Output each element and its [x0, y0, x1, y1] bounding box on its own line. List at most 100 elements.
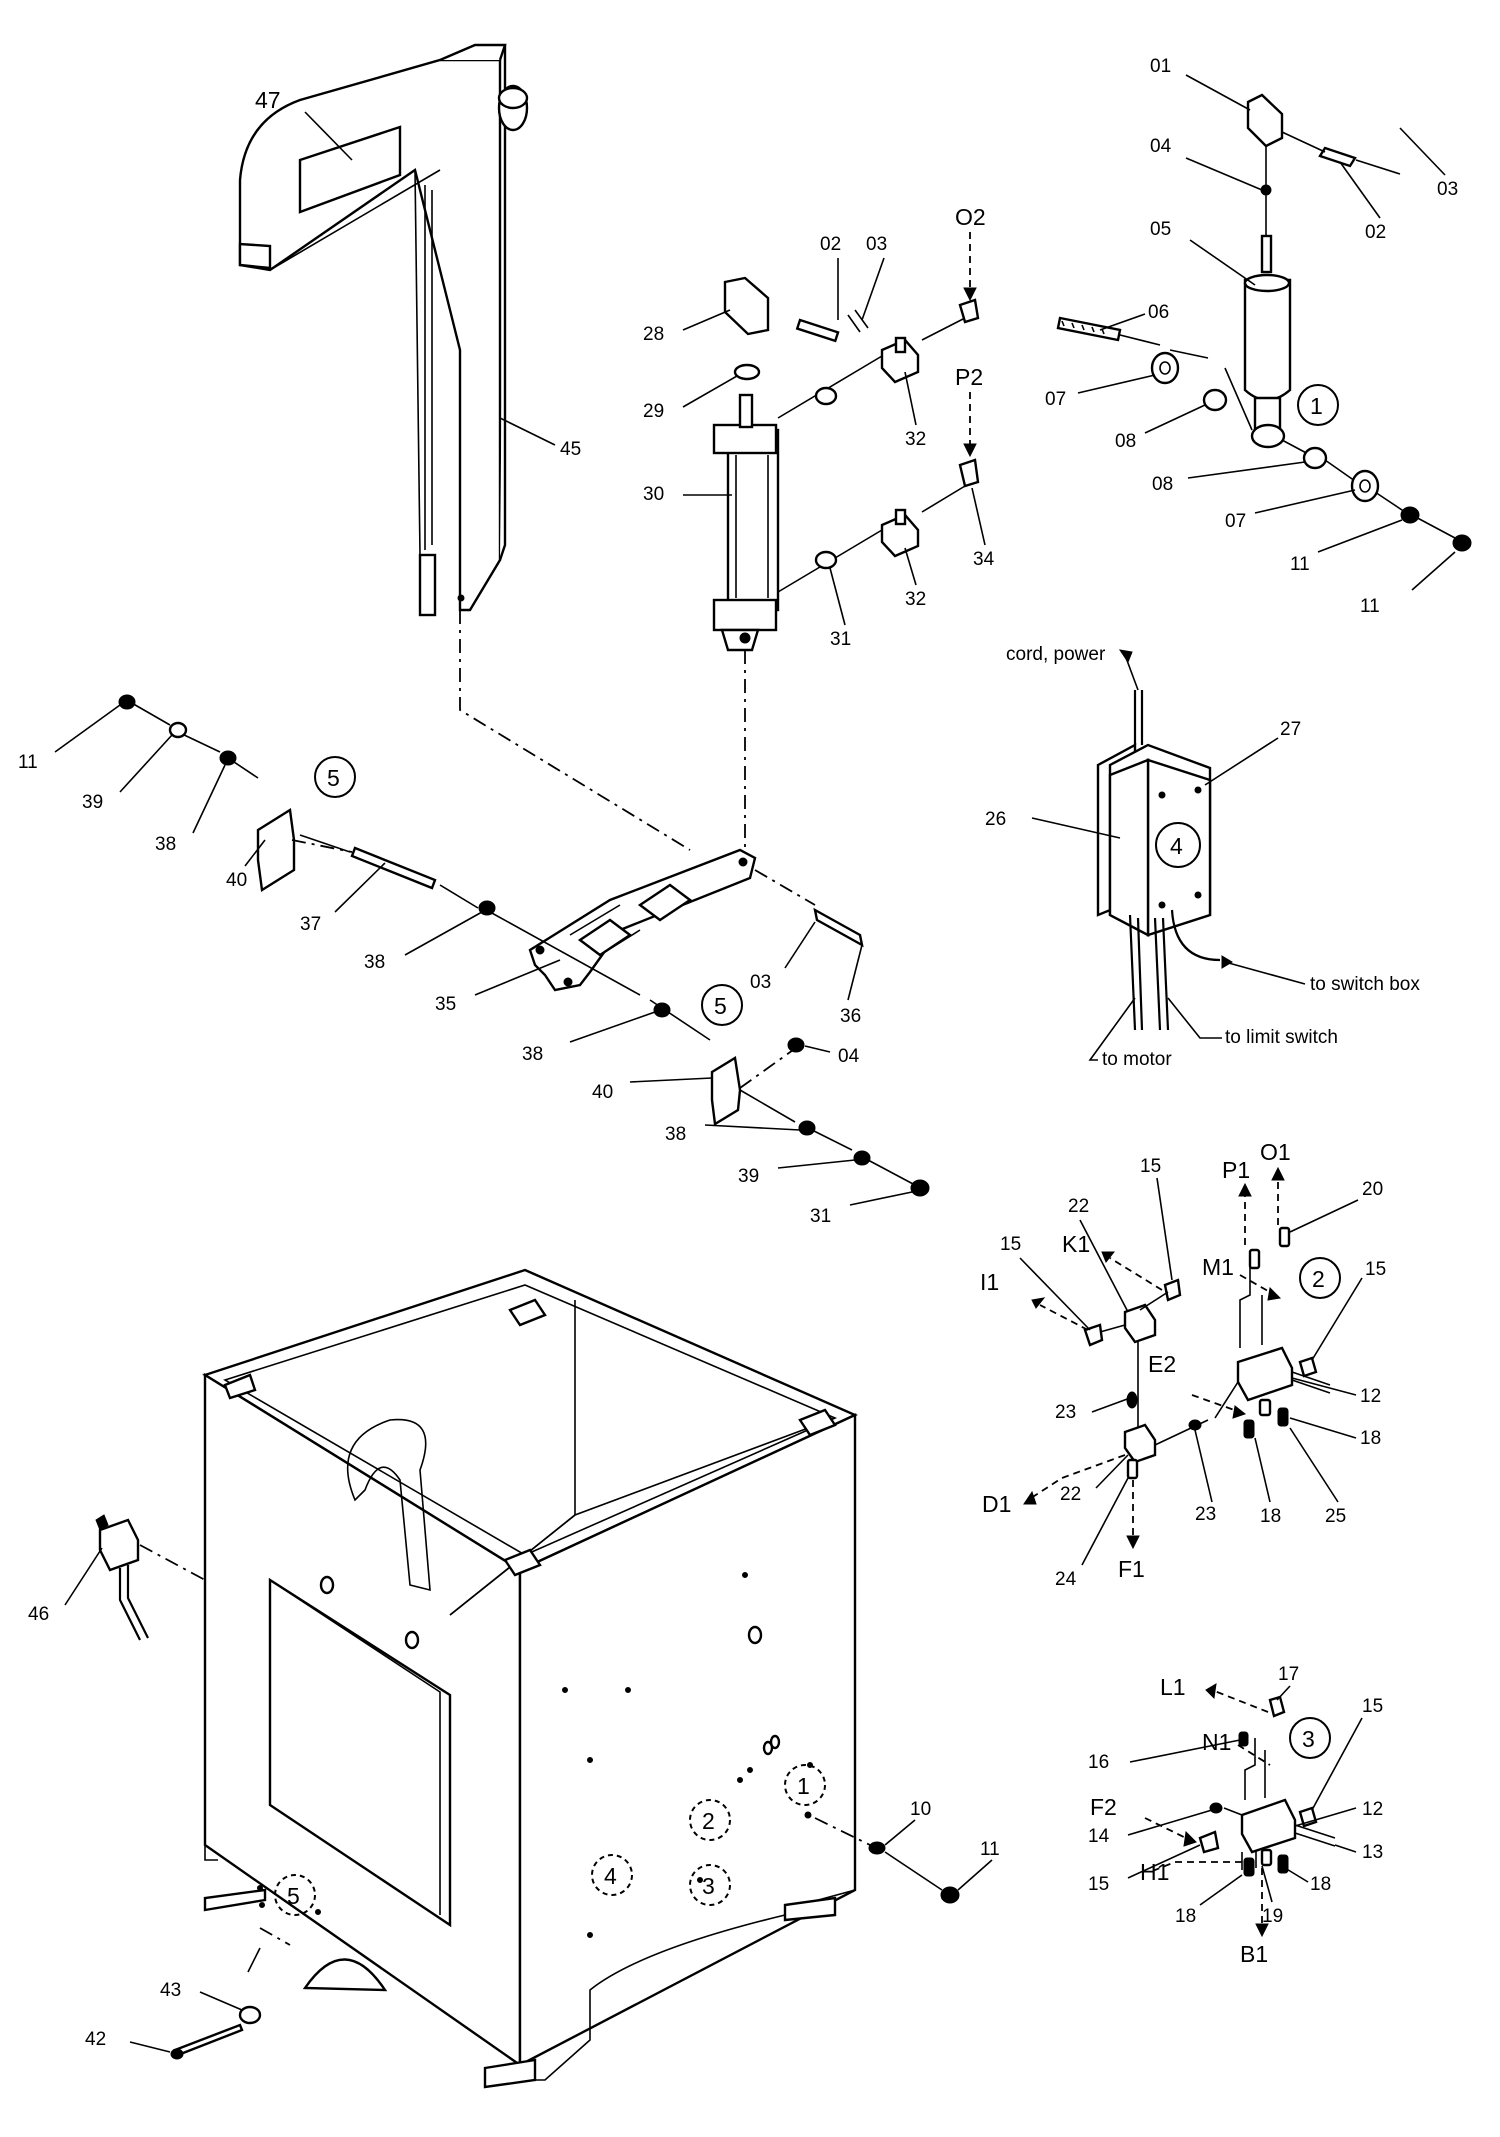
callout-5-a-text: 5: [327, 765, 340, 791]
label-18-d: 18: [1310, 1874, 1331, 1895]
label-03-a: 03: [1437, 179, 1458, 200]
label-13: 13: [1362, 1842, 1383, 1863]
label-43: 43: [160, 1980, 181, 2001]
label-04-a: 04: [1150, 136, 1172, 157]
label-23-a: 23: [1055, 1402, 1076, 1423]
base-hardware: [170, 1841, 960, 2060]
label-26: 26: [985, 809, 1006, 830]
label-27: 27: [1280, 719, 1301, 740]
label-23-b: 23: [1195, 1504, 1216, 1525]
label-37: 37: [300, 914, 321, 935]
cabinet-base: [202, 1268, 858, 2089]
label-01: 01: [1150, 56, 1171, 77]
label-F2: F2: [1090, 1794, 1117, 1820]
label-D1: D1: [982, 1491, 1011, 1517]
callout-3-text: 3: [1302, 1726, 1315, 1752]
label-to-switch-box: to switch box: [1310, 974, 1420, 995]
label-39-b: 39: [738, 1166, 759, 1187]
label-31-a: 31: [830, 629, 851, 650]
label-22-b: 22: [1060, 1484, 1081, 1505]
label-11-b: 11: [1360, 596, 1380, 617]
label-29: 29: [643, 401, 664, 422]
label-35: 35: [435, 994, 456, 1015]
electrical-box-assembly: [1096, 690, 1221, 1031]
label-11-d: 11: [980, 1839, 1000, 1860]
callout-base-4: [591, 1854, 633, 1896]
valve-assembly-3: [1198, 1695, 1336, 1877]
label-to-limit-switch: to limit switch: [1225, 1027, 1338, 1048]
callout-base-5: [274, 1874, 316, 1916]
label-24: 24: [1055, 1569, 1077, 1590]
label-14: 14: [1088, 1826, 1110, 1847]
callout-2-text: 2: [1312, 1266, 1325, 1292]
label-40-b: 40: [592, 1082, 613, 1103]
label-10: 10: [910, 1799, 931, 1820]
label-F1: F1: [1118, 1556, 1145, 1582]
label-15-c: 15: [1000, 1234, 1021, 1255]
label-32-b: 32: [905, 589, 926, 610]
label-02-a: 02: [1365, 222, 1386, 243]
label-18-a: 18: [1360, 1428, 1381, 1449]
label-42: 42: [85, 2029, 106, 2050]
label-03-c: 03: [750, 972, 771, 993]
label-K1: K1: [1062, 1231, 1090, 1257]
shock-absorber-assembly: [1056, 93, 1472, 552]
label-25: 25: [1325, 1506, 1346, 1527]
callout-base-3: [689, 1864, 731, 1906]
label-40-a: 40: [226, 870, 247, 891]
label-19: 19: [1262, 1906, 1283, 1927]
label-20: 20: [1362, 1179, 1383, 1200]
label-38-a: 38: [155, 834, 176, 855]
label-12-a: 12: [1360, 1386, 1381, 1407]
label-15-d: 15: [1362, 1696, 1383, 1717]
label-18-b: 18: [1260, 1506, 1281, 1527]
label-32-a: 32: [905, 429, 926, 450]
label-34: 34: [973, 549, 995, 570]
callout-1-text: 1: [1310, 393, 1323, 419]
cylinder-assembly: [712, 276, 980, 652]
label-P2: P2: [955, 364, 983, 390]
label-17: 17: [1278, 1664, 1299, 1685]
label-11-c: 11: [18, 752, 38, 773]
label-39-a: 39: [82, 792, 103, 813]
link-pivot-assembly: [118, 694, 930, 1197]
label-15-b: 15: [1365, 1259, 1386, 1280]
label-28: 28: [643, 324, 664, 345]
callout-base-2-text: 2: [702, 1808, 715, 1834]
tower-arm-assembly: [238, 43, 529, 617]
label-16: 16: [1088, 1752, 1109, 1773]
callout-4: [1155, 822, 1201, 868]
label-M1: M1: [1202, 1254, 1234, 1280]
callout-3: [1289, 1717, 1331, 1759]
callout-5-a: [314, 756, 356, 798]
label-38-d: 38: [665, 1124, 686, 1145]
label-47: 47: [255, 87, 281, 113]
callout-base-2: [689, 1799, 731, 1841]
label-06: 06: [1148, 302, 1169, 323]
label-22-a: 22: [1068, 1196, 1089, 1217]
label-12-b: 12: [1362, 1799, 1383, 1820]
label-E2: E2: [1148, 1351, 1176, 1377]
label-31-b: 31: [810, 1206, 831, 1227]
callout-base-4-text: 4: [604, 1863, 617, 1889]
label-L1: L1: [1160, 1674, 1186, 1700]
label-36: 36: [840, 1006, 861, 1027]
label-08-a: 08: [1115, 431, 1136, 452]
label-B1: B1: [1240, 1941, 1268, 1967]
label-15-a: 15: [1140, 1156, 1161, 1177]
callout-4-text: 4: [1170, 833, 1183, 859]
callout-base-1: [784, 1764, 826, 1806]
label-O2-top: O2: [955, 204, 986, 230]
label-P1: P1: [1222, 1157, 1250, 1183]
callout-5-b-text: 5: [714, 993, 727, 1019]
callout-base-3-text: 3: [702, 1873, 715, 1899]
label-38-c: 38: [522, 1044, 543, 1065]
label-05: 05: [1150, 219, 1171, 240]
label-H1: H1: [1140, 1859, 1169, 1885]
label-15-e: 15: [1088, 1874, 1109, 1895]
label-02-b: 02: [820, 234, 841, 255]
limit-switch: [95, 1514, 149, 1641]
callout-base-1-text: 1: [797, 1773, 810, 1799]
callout-base-5-text: 5: [287, 1883, 300, 1909]
